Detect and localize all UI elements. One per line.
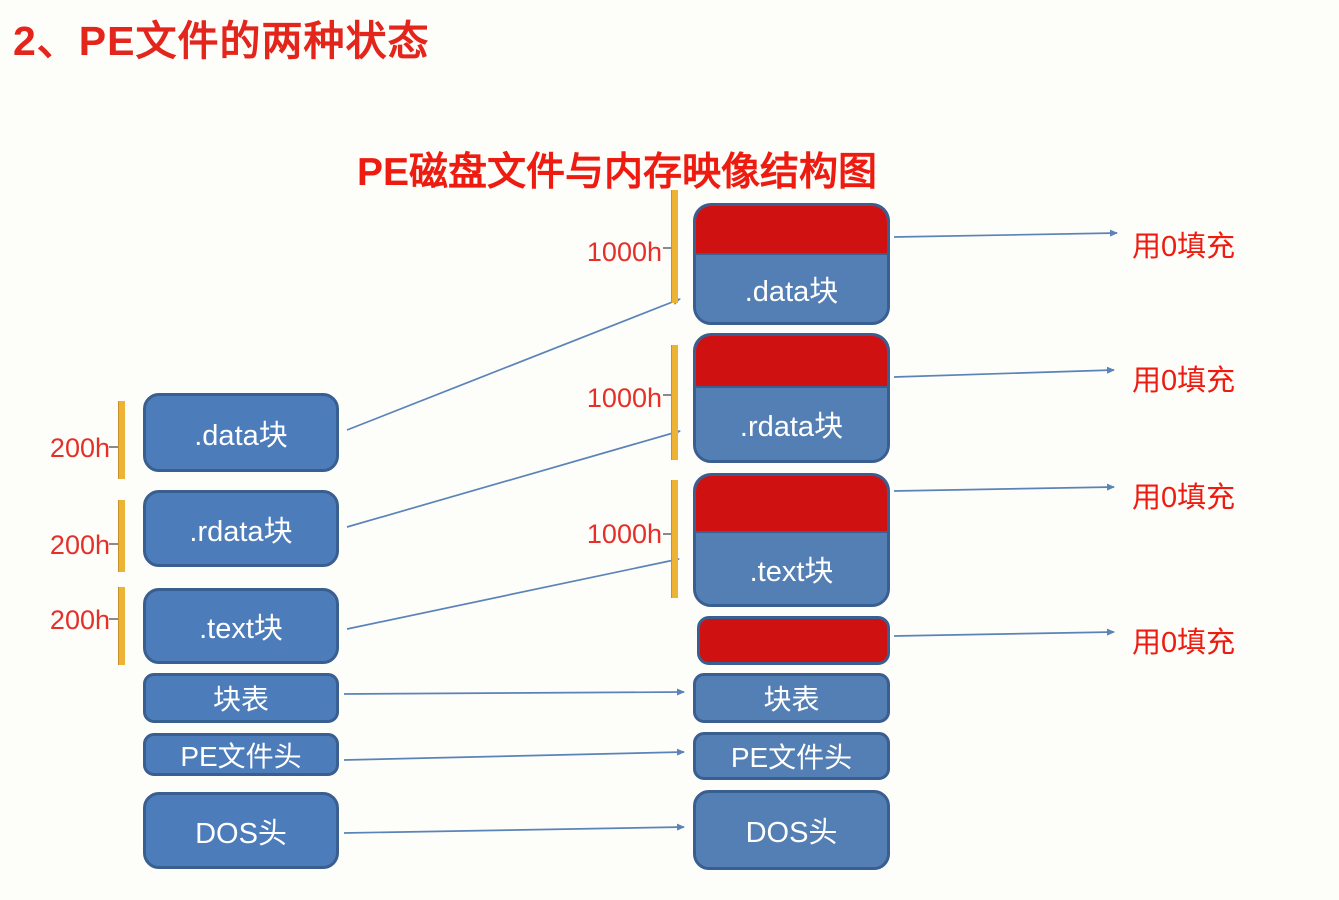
memory-measure-tick-3 — [663, 533, 672, 535]
disk-measure-tick-1 — [109, 446, 118, 448]
padding-label-4: 用0填充 — [1132, 627, 1236, 659]
arrow-section-table — [343, 688, 685, 696]
memory-measure-bar-1 — [671, 190, 678, 303]
disk-measure-bar-1 — [118, 401, 125, 479]
disk-measure-tick-2 — [109, 543, 118, 545]
memory-block-rdata-padding — [696, 336, 887, 388]
disk-block-data: .data块 — [143, 393, 339, 472]
memory-block-text-label: .text块 — [696, 533, 887, 604]
memory-block-dos-header: DOS头 — [693, 790, 890, 870]
memory-block-text-padding — [696, 476, 887, 533]
disk-block-pe-header: PE文件头 — [143, 733, 339, 776]
disk-block-rdata: .rdata块 — [143, 490, 339, 567]
arrow-padding-1 — [893, 229, 1118, 238]
memory-block-text: .text块 — [693, 473, 890, 607]
disk-size-label-3: 200h — [49, 605, 110, 635]
arrow-dos-header — [343, 823, 685, 834]
memory-block-data-label: .data块 — [696, 255, 887, 322]
memory-measure-bar-3 — [671, 480, 678, 598]
padding-label-2: 用0填充 — [1132, 365, 1236, 397]
disk-measure-bar-3 — [118, 587, 125, 665]
padding-label-1: 用0填充 — [1132, 231, 1236, 263]
memory-size-label-1: 1000h — [586, 237, 662, 267]
memory-size-label-3: 1000h — [586, 519, 662, 549]
memory-block-rdata-label: .rdata块 — [696, 388, 887, 460]
arrow-padding-4 — [893, 628, 1115, 637]
memory-block-section-table: 块表 — [693, 673, 890, 723]
disk-block-text: .text块 — [143, 588, 339, 664]
diagram-subtitle: PE磁盘文件与内存映像结构图 — [357, 151, 878, 194]
arrow-padding-2 — [893, 366, 1115, 378]
memory-block-rdata: .rdata块 — [693, 333, 890, 463]
arrow-pe-header — [343, 748, 685, 761]
disk-block-dos-header: DOS头 — [143, 792, 339, 869]
memory-block-pe-header: PE文件头 — [693, 732, 890, 780]
memory-measure-bar-2 — [671, 345, 678, 460]
memory-padding-block — [697, 616, 890, 665]
arrow-rdata-disk-to-memory — [346, 429, 681, 528]
page-title: 2、PE文件的两种状态 — [13, 18, 430, 64]
disk-size-label-1: 200h — [49, 433, 110, 463]
memory-block-data-padding — [696, 206, 887, 255]
memory-block-data: .data块 — [693, 203, 890, 325]
disk-size-label-2: 200h — [49, 530, 110, 560]
disk-block-section-table: 块表 — [143, 673, 339, 723]
padding-label-3: 用0填充 — [1132, 482, 1236, 514]
memory-measure-tick-1 — [663, 247, 672, 249]
arrow-padding-3 — [893, 483, 1115, 492]
memory-measure-tick-2 — [663, 394, 672, 396]
memory-size-label-2: 1000h — [586, 383, 662, 413]
disk-measure-bar-2 — [118, 500, 125, 572]
disk-measure-tick-3 — [109, 618, 118, 620]
arrow-section-table-disk-to-memory-text — [346, 557, 680, 630]
